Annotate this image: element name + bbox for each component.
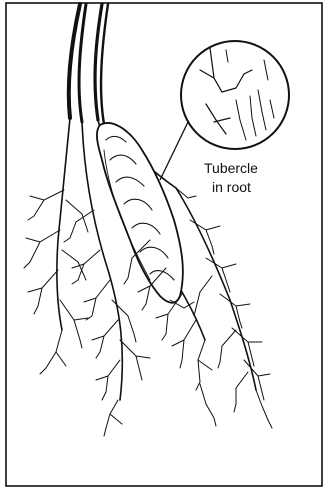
inset-leader-line — [160, 122, 188, 180]
plant-stems — [69, 4, 108, 124]
magnified-tubercle-inset — [181, 41, 289, 149]
label-in-root: in root — [212, 179, 251, 195]
label-tubercle: Tubercle — [204, 160, 258, 176]
